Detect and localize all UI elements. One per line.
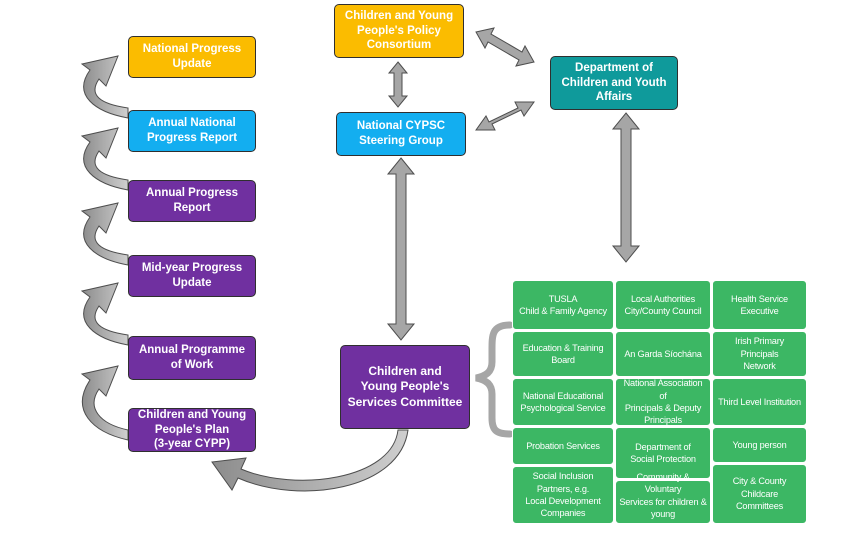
member-third-level: Third Level Institution: [712, 378, 807, 426]
member-dsp: Department of Social Protection: [615, 427, 711, 479]
services-committee-box: Children and Young People's Services Com…: [340, 345, 470, 429]
curved-arrow-3: [80, 202, 129, 266]
member-community-voluntary: Community & Voluntary Services for child…: [615, 472, 711, 532]
arrow-department-members: [611, 112, 641, 263]
member-napd: National Association of Principals & Dep…: [615, 378, 711, 426]
bottom-curved-arrow: [211, 429, 409, 492]
member-ippn: Irish Primary Principals Network: [712, 331, 807, 377]
curved-arrow-1: [80, 55, 129, 119]
member-probation: Probation Services: [512, 427, 614, 465]
annual-programme-of-work-box: Annual Programme of Work: [128, 336, 256, 380]
member-local-authorities: Local Authorities City/County Council: [615, 280, 711, 330]
curved-arrow-5: [80, 365, 129, 441]
arrow-steering-committee: [386, 157, 416, 341]
member-tusla: TUSLA Child & Family Agency: [512, 280, 614, 330]
national-progress-update-box: National Progress Update: [128, 36, 256, 78]
member-young-person: Young person: [712, 427, 807, 463]
steering-group-box: National CYPSC Steering Group: [336, 112, 466, 156]
midyear-progress-update-box: Mid-year Progress Update: [128, 255, 256, 297]
annual-progress-report-box: Annual Progress Report: [128, 180, 256, 222]
arrow-consortium-department: [475, 27, 535, 67]
cypp-box: Children and Young People's Plan (3-year…: [128, 408, 256, 452]
member-hse: Health Service Executive: [712, 280, 807, 330]
member-garda: An Garda Síochána: [615, 331, 711, 377]
department-box: Department of Children and Youth Affairs: [550, 56, 678, 110]
arrow-consortium-steering: [387, 61, 409, 108]
annual-national-progress-report-box: Annual National Progress Report: [128, 110, 256, 152]
arrow-steering-department: [475, 101, 535, 131]
curly-brace: [475, 321, 514, 438]
policy-consortium-box: Children and Young People's Policy Conso…: [334, 4, 464, 58]
curved-arrow-2: [80, 127, 129, 191]
curved-arrow-4: [80, 282, 129, 346]
member-etb: Education & Training Board: [512, 331, 614, 377]
member-neps: National Educational Psychological Servi…: [512, 378, 614, 426]
member-social-inclusion: Social Inclusion Partners, e.g. Local De…: [512, 466, 614, 524]
member-childcare-committees: City & County Childcare Committees: [712, 464, 807, 524]
